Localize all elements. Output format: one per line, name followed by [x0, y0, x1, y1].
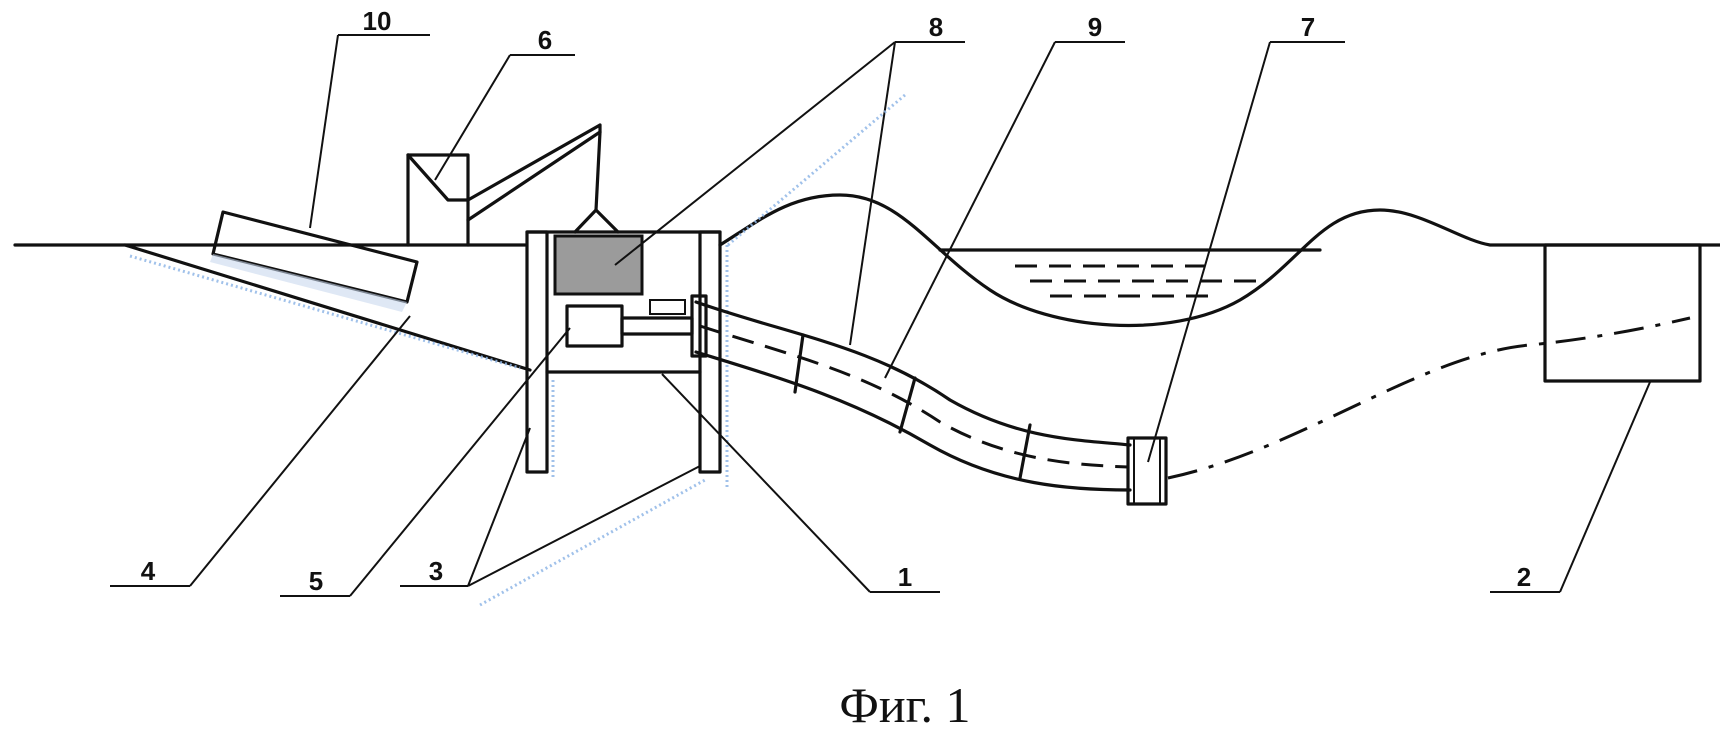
receiving-pit-2: [1543, 243, 1702, 383]
label-7: 7: [1301, 12, 1315, 42]
label-1: 1: [898, 562, 912, 592]
planned-path: [1167, 316, 1691, 480]
inclined-bank-shadow: [129, 254, 521, 370]
leader-lines: [110, 34, 1651, 607]
boring-head-7: [1126, 436, 1168, 506]
control-box-8: [553, 234, 644, 296]
label-6: 6: [538, 25, 552, 55]
water-dashes: [1015, 264, 1260, 298]
label-5: 5: [309, 566, 323, 596]
label-2: 2: [1517, 562, 1531, 592]
figure-caption: Фиг. 1: [839, 677, 970, 733]
label-3: 3: [429, 556, 443, 586]
label-8: 8: [929, 12, 943, 42]
inclined-block-10: [210, 210, 419, 312]
label-4: 4: [141, 556, 156, 586]
jack-5: [565, 299, 694, 348]
label-9: 9: [1088, 12, 1102, 42]
label-10: 10: [363, 6, 392, 36]
inclined-bank: [123, 243, 532, 372]
pipe-string-9: [690, 294, 1132, 492]
crane-6: [406, 123, 620, 247]
terrain-profile: [718, 193, 1720, 327]
